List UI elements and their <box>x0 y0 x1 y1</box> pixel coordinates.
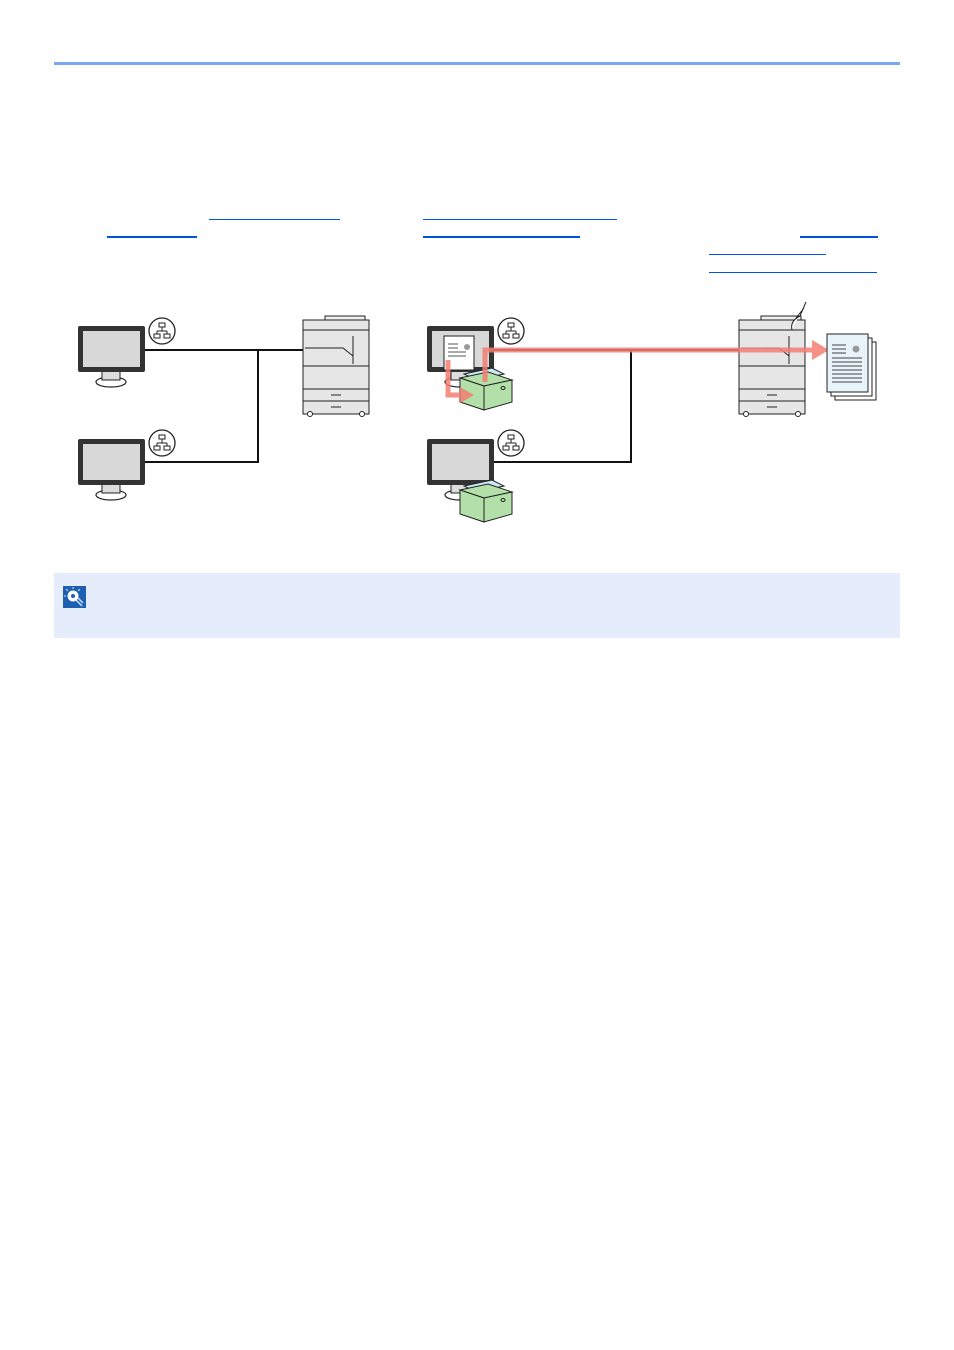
network-icon <box>497 429 525 457</box>
mfp-printer-icon <box>738 315 806 417</box>
header-rule <box>54 62 900 65</box>
lightbulb-hint-icon <box>63 586 86 608</box>
hand-icon <box>791 301 807 331</box>
network-icon <box>148 429 176 457</box>
computer-icon <box>77 325 146 388</box>
mfp-printer-icon <box>302 315 370 417</box>
link-2[interactable] <box>107 236 197 238</box>
link-7[interactable] <box>709 272 877 273</box>
link-3[interactable] <box>423 219 617 220</box>
link-6[interactable] <box>709 254 826 255</box>
wiring-right <box>494 349 739 463</box>
link-1[interactable] <box>209 219 340 220</box>
network-icon <box>497 317 525 345</box>
computer-icon <box>77 438 146 501</box>
wiring-left <box>145 349 303 463</box>
data-flow-arrow <box>445 340 829 403</box>
network-diagram <box>77 301 877 523</box>
document-box-icon <box>459 479 513 523</box>
network-icon <box>148 317 176 345</box>
printed-pages-icon <box>826 333 877 401</box>
note-box <box>54 573 900 638</box>
link-5[interactable] <box>800 236 878 238</box>
link-4[interactable] <box>423 236 580 238</box>
